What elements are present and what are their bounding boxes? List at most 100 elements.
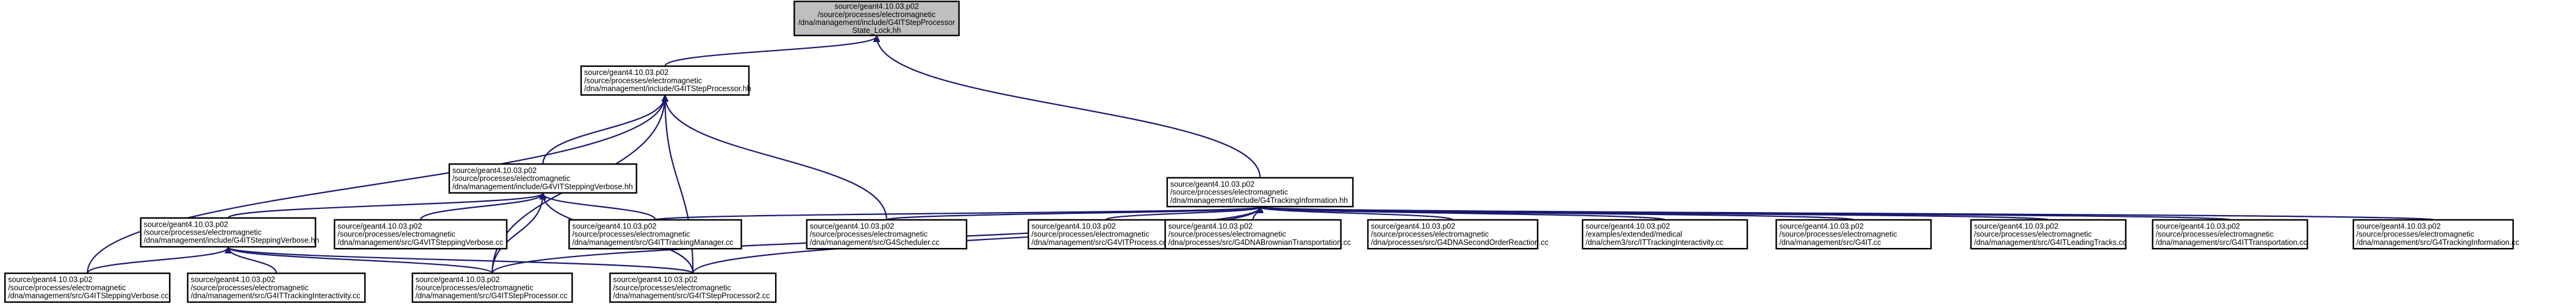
dependency-edge (228, 247, 694, 274)
node-label: source/geant4.10.03.p02/source/processes… (584, 68, 751, 93)
file-node-vitstepping-cc[interactable]: source/geant4.10.03.p02/source/processes… (334, 219, 508, 250)
file-node-g4it-cc[interactable]: source/geant4.10.03.p02/source/processes… (1775, 219, 1932, 250)
node-label-line: source/geant4.10.03.p02 (613, 275, 697, 284)
node-box (2152, 219, 2308, 250)
node-label-line: /dna/management/src/G4ITTransportation.c… (2156, 238, 2307, 247)
file-node-stepprocessor-cc[interactable]: source/geant4.10.03.p02/source/processes… (412, 272, 573, 303)
dependency-edge (1260, 207, 2434, 221)
node-label-line: source/geant4.10.03.p02 (2156, 222, 2240, 230)
node-label-line: source/geant4.10.03.p02 (1170, 180, 1254, 188)
node-box (2352, 219, 2514, 250)
dependency-edge (877, 36, 1261, 178)
file-node-brownian-cc[interactable]: source/geant4.10.03.p02/source/processes… (1164, 219, 1351, 250)
file-node-secondorder-cc[interactable]: source/geant4.10.03.p02/source/processes… (1367, 219, 1548, 250)
dependency-edge (87, 96, 665, 274)
edge-stepprocessor2-cc-to-itsteppingverbose-hh (228, 247, 694, 274)
node-label-line: /source/processes/electromagnetic (1974, 230, 2092, 239)
edge-vitstepping-hh-to-stepprocessor-hh (542, 96, 665, 164)
node-label: source/geant4.10.03.p02/source/processes… (1031, 222, 1167, 246)
node-box (448, 163, 637, 194)
dependency-edge (492, 194, 543, 274)
node-label-line: /dna/management/src/G4ITSteppingVerbose.… (8, 292, 168, 300)
node-label-line: /source/processes/electromagnetic (810, 230, 928, 239)
node-label-line: source/geant4.10.03.p02 (1168, 222, 1253, 230)
dependency-edge (420, 194, 543, 221)
node-label: source/geant4.10.03.p02/source/processes… (1974, 222, 2127, 246)
node-label: source/geant4.10.03.p02/source/processes… (1168, 222, 1351, 246)
edge-stepprocessor-hh-to-stale-lock (664, 36, 876, 67)
node-label: source/geant4.10.03.p02/source/processes… (810, 222, 940, 246)
dependency-edge (543, 194, 656, 221)
node-label-line: /source/processes/electromagnetic (818, 10, 936, 19)
node-box (793, 1, 960, 37)
node-label: source/geant4.10.03.p02/source/processes… (144, 220, 320, 244)
node-label-line: /source/processes/electromagnetic (2356, 230, 2474, 239)
file-node-trackinginfo-hh[interactable]: source/geant4.10.03.p02/source/processes… (1166, 177, 1354, 208)
node-label: source/geant4.10.03.p02/source/processes… (415, 275, 567, 300)
dependency-edge (664, 36, 876, 67)
edge-itprocess-cc-to-trackinginfo-hh (1105, 207, 1260, 221)
node-label-line: source/geant4.10.03.p02 (1780, 222, 1864, 230)
node-label: source/geant4.10.03.p02/source/processes… (338, 222, 504, 246)
file-node-itsteppingverbose-cc[interactable]: source/geant4.10.03.p02/source/processes… (4, 272, 171, 303)
node-label-line: /source/processes/electromagnetic (1031, 230, 1149, 239)
node-label-line: source/geant4.10.03.p02 (584, 68, 668, 77)
file-node-itsteppingverbose-hh[interactable]: source/geant4.10.03.p02/source/processes… (140, 217, 320, 248)
node-label: source/geant4.10.03.p02/source/processes… (1170, 180, 1348, 204)
node-box (187, 272, 366, 303)
node-label-line: source/geant4.10.03.p02 (1031, 222, 1115, 230)
node-label-line: /dna/management/src/G4Scheduler.cc (810, 238, 940, 247)
node-box (609, 272, 777, 303)
file-node-scheduler-cc[interactable]: source/geant4.10.03.p02/source/processes… (806, 219, 968, 250)
node-label-line: /source/processes/electromagnetic (338, 230, 456, 239)
file-node-chem3-cc[interactable]: source/geant4.10.03.p02/examples/extende… (1581, 219, 1748, 250)
file-node-trackinginfo-cc[interactable]: source/geant4.10.03.p02/source/processes… (2352, 219, 2519, 250)
node-label-line: /dna/management/src/G4ITStepProcessor2.c… (613, 292, 770, 300)
node-label-line: /source/processes/electromagnetic (8, 283, 126, 292)
node-label-line: source/geant4.10.03.p02 (191, 275, 275, 284)
node-label-line: /dna/management/include/G4ITStepProcesso… (798, 18, 955, 27)
node-label-line: source/geant4.10.03.p02 (2356, 222, 2441, 230)
edge-stepprocessor-cc-to-itsteppingverbose-hh (228, 247, 493, 274)
node-box (580, 65, 750, 96)
file-node-transportation-cc[interactable]: source/geant4.10.03.p02/source/processes… (2152, 219, 2308, 250)
file-nodes: source/geant4.10.03.p02/source/processes… (4, 1, 2519, 303)
node-box (334, 219, 508, 250)
edge-itsteppingverbose-cc-to-itsteppingverbose-hh (87, 247, 228, 274)
node-label-line: /source/processes/electromagnetic (613, 283, 731, 292)
node-label-line: source/geant4.10.03.p02 (1371, 222, 1455, 230)
edge-trackinginfo-hh-to-stale-lock (877, 36, 1261, 178)
file-node-trackingmanager-cc[interactable]: source/geant4.10.03.p02/source/processes… (568, 219, 742, 250)
node-box (568, 219, 742, 250)
file-node-itprocess-cc[interactable]: source/geant4.10.03.p02/source/processes… (1028, 219, 1184, 250)
file-node-vitstepping-hh[interactable]: source/geant4.10.03.p02/source/processes… (448, 163, 637, 194)
node-label-line: source/geant4.10.03.p02 (572, 222, 656, 230)
node-label-line: /examples/extended/medical (1586, 230, 1682, 239)
node-label-line: source/geant4.10.03.p02 (810, 222, 894, 230)
dependency-edge (228, 247, 493, 274)
node-label-line: /dna/management/src/G4TrackingInformatio… (2356, 238, 2519, 247)
node-box (1775, 219, 1932, 250)
edge-itsteppingverbose-cc-to-stepprocessor-hh (87, 96, 665, 274)
node-label-line: source/geant4.10.03.p02 (338, 222, 422, 230)
node-label: source/geant4.10.03.p02/source/processes… (798, 2, 955, 35)
file-node-stepprocessor-hh[interactable]: source/geant4.10.03.p02/source/processes… (580, 65, 751, 96)
dependency-edge (227, 194, 543, 219)
edge-stepprocessor-cc-to-vitstepping-hh (492, 194, 543, 274)
dependency-edge (665, 96, 887, 220)
node-label-line: /source/processes/electromagnetic (453, 174, 570, 183)
file-node-leadingtracks-cc[interactable]: source/geant4.10.03.p02/source/processes… (1970, 219, 2127, 250)
node-label-line: /source/processes/electromagnetic (1371, 230, 1489, 239)
node-label: source/geant4.10.03.p02/source/processes… (2156, 222, 2307, 246)
file-node-stepprocessor2-cc[interactable]: source/geant4.10.03.p02/source/processes… (609, 272, 777, 303)
node-box (4, 272, 171, 303)
node-label-line: /source/processes/electromagnetic (584, 76, 702, 85)
node-box (412, 272, 573, 303)
file-node-trackinginteractivity-cc[interactable]: source/geant4.10.03.p02/source/processes… (187, 272, 366, 303)
node-label-line: source/geant4.10.03.p02 (1586, 222, 1670, 230)
node-label: source/geant4.10.03.p02/source/processes… (191, 275, 360, 300)
node-label-line: /source/processes/electromagnetic (1780, 230, 1897, 239)
node-label-line: /dna/management/include/G4TrackingInform… (1170, 196, 1348, 205)
node-label-line: /dna/management/src/G4ITTrackingInteract… (191, 292, 360, 300)
